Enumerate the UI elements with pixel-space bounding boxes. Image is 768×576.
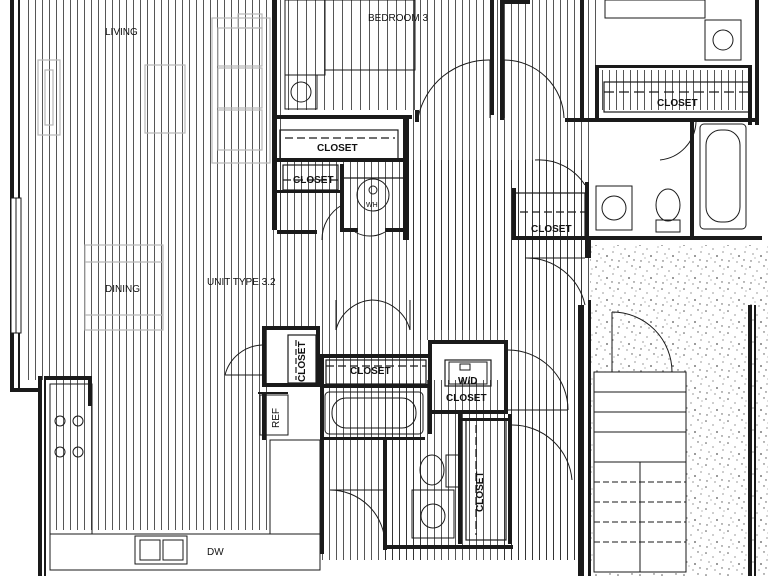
fixtures xyxy=(49,0,747,571)
coffee-table xyxy=(144,64,186,134)
water-heater-label: WH xyxy=(366,202,378,209)
closet-label-vertical-small: CLOSET xyxy=(297,341,308,382)
sink-lower xyxy=(420,503,446,529)
water-heater xyxy=(356,178,390,212)
dishwasher-label: DW xyxy=(207,547,224,558)
room-label-living: LIVING xyxy=(105,27,138,38)
windows xyxy=(10,197,22,334)
closet-label-vertical-tall: CLOSET xyxy=(475,471,486,512)
closet-label-laundry: CLOSET xyxy=(446,393,487,404)
dining-table xyxy=(84,244,164,331)
closet-label-left-small: CLOSET xyxy=(293,175,334,186)
bathtub-lower xyxy=(324,391,424,435)
closet-label-corner: CLOSET xyxy=(531,224,572,235)
bathtub-upper xyxy=(699,123,747,230)
closet-outlines xyxy=(279,81,751,541)
closet-label-upper-hall: CLOSET xyxy=(317,143,358,154)
sink-upper xyxy=(601,195,627,221)
refrigerator-label: REF xyxy=(271,408,282,428)
kitchen-sink xyxy=(134,535,188,565)
room-label-dining: DINING xyxy=(105,284,140,295)
closet-label-right-top: CLOSET xyxy=(657,98,698,109)
closet-label-bath: CLOSET xyxy=(350,366,391,377)
unit-type-label: UNIT TYPE 3.2 xyxy=(207,277,276,288)
door-swings xyxy=(224,59,697,546)
stairs xyxy=(593,371,687,573)
washer-dryer-label: W/D xyxy=(458,376,477,387)
toilet-upper xyxy=(655,188,681,222)
walls xyxy=(10,0,762,576)
sofa xyxy=(211,17,271,164)
furniture xyxy=(37,13,271,331)
toilet-lower xyxy=(419,454,445,486)
room-label-bedroom-3: BEDROOM 3 xyxy=(368,13,428,24)
tv-console xyxy=(37,59,61,136)
